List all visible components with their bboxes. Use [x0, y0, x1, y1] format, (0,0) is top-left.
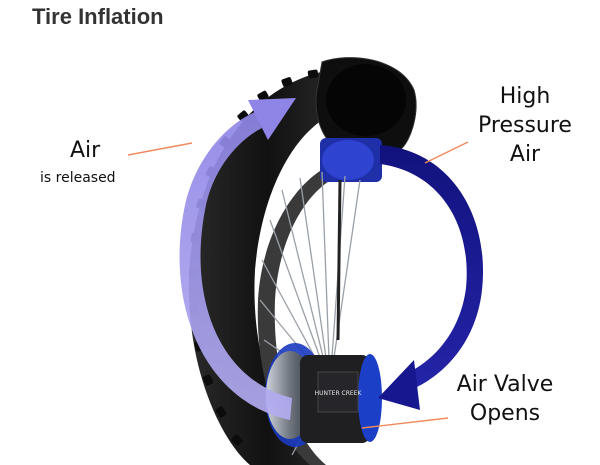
valve-stem [336, 179, 342, 341]
is-released-label: is released [40, 170, 116, 186]
page-title: Tire Inflation [32, 4, 164, 29]
high-pressure-air-line-2: Pressure [478, 113, 572, 138]
air-valve-opens-line-1: Air Valve [456, 372, 554, 397]
air-released-arrow [179, 98, 296, 420]
hub: HUNTER CREEK [265, 343, 382, 447]
high-pressure-air-label: High Pressure Air [470, 82, 580, 169]
high-pressure-air-line-3: Air [509, 142, 541, 167]
high-pressure-arrow [378, 145, 484, 410]
air-valve-opens-line-2: Opens [469, 401, 541, 426]
air-chamber [320, 138, 382, 182]
hub-logo: HUNTER CREEK [315, 390, 363, 397]
high-pressure-air-line-1: High [499, 84, 551, 109]
air-valve-opens-label: Air Valve Opens [445, 370, 565, 428]
leader-lines [127, 141, 469, 429]
air-label: Air [70, 138, 101, 163]
